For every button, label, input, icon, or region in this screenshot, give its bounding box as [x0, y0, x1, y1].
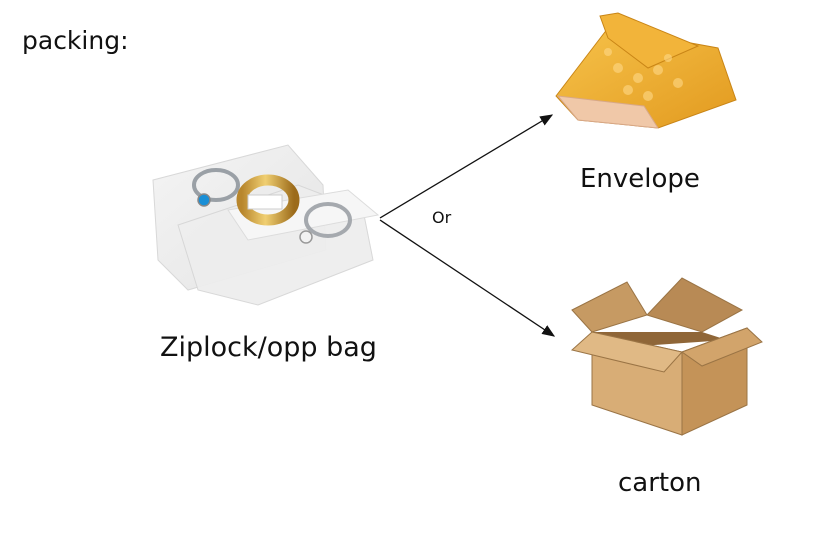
option-label-carton: carton — [618, 468, 702, 498]
bubble-envelope-icon — [555, 12, 737, 129]
ziplock-bag-with-rings-icon — [152, 144, 380, 306]
source-label: Ziplock/opp bag — [160, 332, 377, 363]
option-label-envelope: Envelope — [580, 164, 700, 194]
or-label: Or — [432, 208, 452, 227]
arrow-to-carton — [379, 219, 556, 337]
arrow-to-envelope — [379, 114, 554, 219]
cardboard-box-icon — [570, 277, 763, 436]
page-title: packing: — [22, 26, 129, 55]
